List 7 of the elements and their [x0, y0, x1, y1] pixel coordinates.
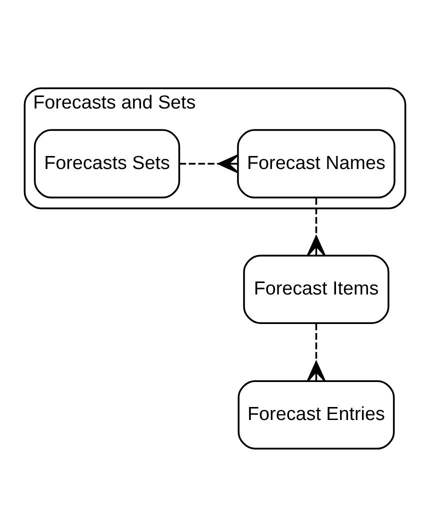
node-box: Forecasts Sets — [34, 128, 180, 198]
connector — [179, 154, 239, 173]
connector — [306, 323, 326, 382]
connector — [306, 198, 326, 256]
node-box: Forecast Names — [237, 128, 396, 198]
node-box: Forecast Entries — [238, 380, 395, 449]
node-box: Forecast Items — [243, 254, 390, 324]
